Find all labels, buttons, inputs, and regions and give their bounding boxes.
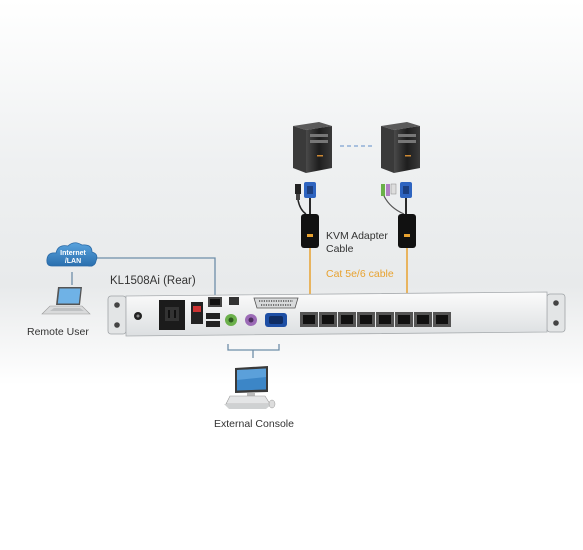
tower-pc-icon xyxy=(293,122,332,173)
kvm-adapter-icon xyxy=(301,214,319,248)
vga-connector-icon xyxy=(400,182,412,198)
cat-cable-label: Cat 5e/6 cable xyxy=(326,268,394,280)
kvm-adapter-label: KVM Adapter Cable xyxy=(326,230,388,256)
laptop-icon xyxy=(41,287,91,315)
external-console-label: External Console xyxy=(214,418,294,430)
internet-lan-label: Internet /LAN xyxy=(55,250,91,266)
lan-port-icon xyxy=(208,297,222,307)
rj45-port-group xyxy=(300,312,451,327)
tower-pc-icon xyxy=(381,122,420,173)
internet-label-line2: /LAN xyxy=(64,258,82,265)
ps2-connector-icon xyxy=(381,184,390,196)
vga-connector-icon xyxy=(304,182,316,198)
kvm-switch-rear-panel xyxy=(107,291,566,337)
desktop-pc-icon xyxy=(224,366,276,409)
ps2-port-icon xyxy=(225,314,257,326)
console-connection-line xyxy=(227,344,280,358)
power-switch-icon xyxy=(191,302,203,324)
remote-user-label: Remote User xyxy=(27,326,89,338)
power-socket-icon xyxy=(159,300,185,330)
device-title-label: KL1508Ai (Rear) xyxy=(110,275,196,287)
kvm-adapter-label-line2: Cable xyxy=(326,243,354,255)
vga-port-icon xyxy=(265,313,287,327)
kvm-adapter-label-line1: KVM Adapter xyxy=(326,230,388,242)
kvm-adapter-icon xyxy=(398,214,416,248)
internet-label-line1: Internet xyxy=(60,250,86,257)
usb-connector-icon xyxy=(390,183,397,195)
serial-port-icon xyxy=(253,297,299,309)
cloud-icon xyxy=(46,242,98,267)
lan-connection-line xyxy=(95,257,216,296)
usb-connector-icon xyxy=(295,184,301,200)
